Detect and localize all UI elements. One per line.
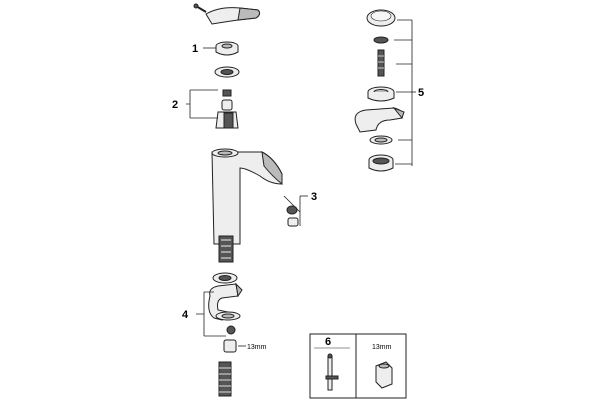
aerator <box>286 205 299 227</box>
callout-1: 1 <box>192 43 198 55</box>
drain-flange <box>367 86 395 102</box>
drain-seal <box>373 36 389 44</box>
threaded-rod <box>218 361 232 397</box>
wrench-tool-icon <box>325 353 339 391</box>
callout-2: 2 <box>172 99 178 111</box>
ring-nut <box>214 66 240 78</box>
mounting-bracket <box>208 282 243 321</box>
drain-body <box>368 154 394 172</box>
supply-hose <box>218 235 234 263</box>
callout-5: 5 <box>418 87 424 99</box>
drain-gasket <box>369 135 393 145</box>
callout-3: 3 <box>311 191 317 203</box>
mounting-washer <box>212 272 238 284</box>
callout-4: 4 <box>182 309 189 321</box>
tools-size-label: 13mm <box>372 344 392 351</box>
faucet-body <box>211 148 283 245</box>
drain-cap <box>366 9 396 27</box>
mounting-nut <box>223 325 237 353</box>
nut-size-label: 13mm <box>247 344 267 351</box>
cartridge <box>215 89 239 129</box>
hex-nut-icon <box>375 361 393 389</box>
drain-rod <box>377 49 385 77</box>
cap <box>215 41 239 56</box>
drain-bracket <box>354 106 405 133</box>
clamp-ring <box>215 311 241 321</box>
lever-handle <box>193 3 261 25</box>
handle-screw <box>193 3 207 13</box>
tools-number: 6 <box>325 336 331 348</box>
